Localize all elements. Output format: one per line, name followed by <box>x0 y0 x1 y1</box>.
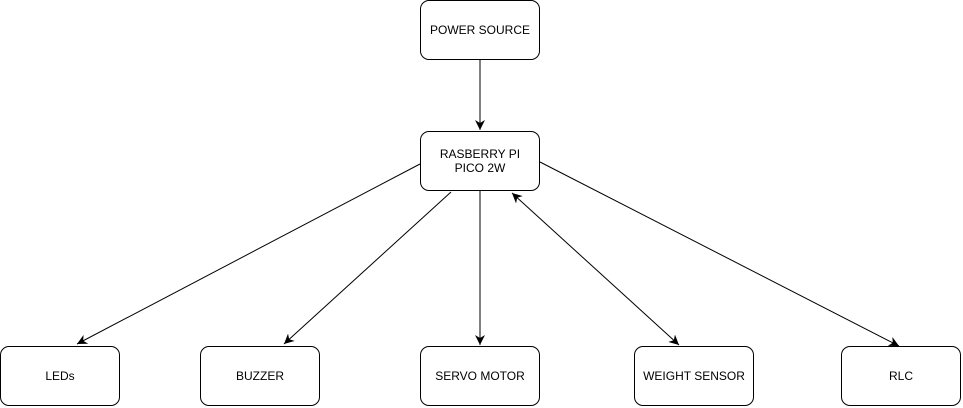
edge-pico-to-buzzer <box>283 191 452 345</box>
buzzer-node[interactable]: BUZZER <box>200 346 320 406</box>
weight-sensor-label: WEIGHT SENSOR <box>643 369 745 383</box>
servo-motor-label: SERVO MOTOR <box>435 369 525 383</box>
raspberry-pi-pico-label: RASBERRY PI PICO 2W <box>439 147 521 175</box>
edge-pico-to-rlc <box>539 161 900 347</box>
leds-node[interactable]: LEDs <box>0 346 120 406</box>
weight-sensor-node[interactable]: WEIGHT SENSOR <box>634 346 754 406</box>
buzzer-label: BUZZER <box>236 369 284 383</box>
servo-motor-node[interactable]: SERVO MOTOR <box>420 346 540 406</box>
edge-pico-to-leds <box>76 163 421 345</box>
edge-pico-weight-bidirectional <box>511 192 680 346</box>
power-source-label: POWER SOURCE <box>429 23 530 37</box>
leds-label: LEDs <box>45 369 75 383</box>
rlc-label: RLC <box>888 369 913 383</box>
raspberry-pi-pico-node[interactable]: RASBERRY PI PICO 2W <box>420 131 540 191</box>
rlc-node[interactable]: RLC <box>841 346 961 406</box>
power-source-node[interactable]: POWER SOURCE <box>420 0 540 60</box>
